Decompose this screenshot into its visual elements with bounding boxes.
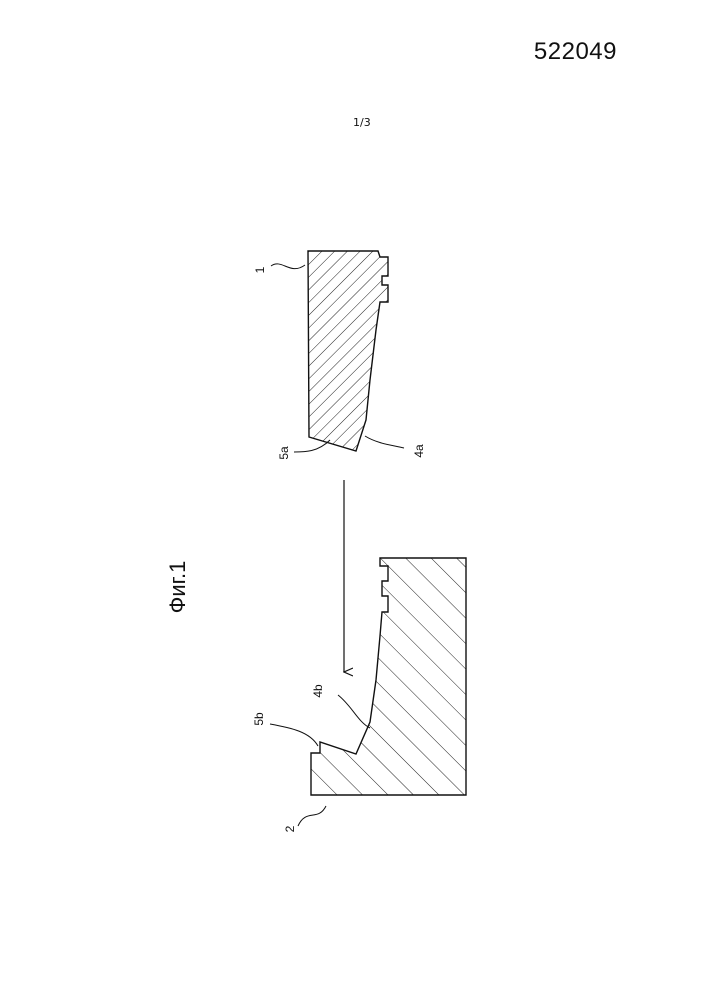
lower-part-section — [311, 558, 466, 795]
label-surface-4b: 4b — [311, 684, 325, 698]
leader-4b — [338, 695, 370, 728]
label-surface-4a: 4a — [412, 444, 426, 458]
leader-2 — [298, 806, 326, 826]
leader-5b — [270, 724, 318, 746]
leader-4a — [365, 436, 404, 448]
label-part-2: 2 — [283, 825, 297, 832]
leader-1 — [271, 264, 305, 269]
upper-part-section — [308, 251, 388, 451]
figure-caption: Фиг.1 — [165, 561, 190, 614]
label-surface-5a: 5a — [277, 446, 291, 460]
label-surface-5b: 5b — [252, 712, 266, 726]
label-part-1: 1 — [253, 266, 267, 273]
